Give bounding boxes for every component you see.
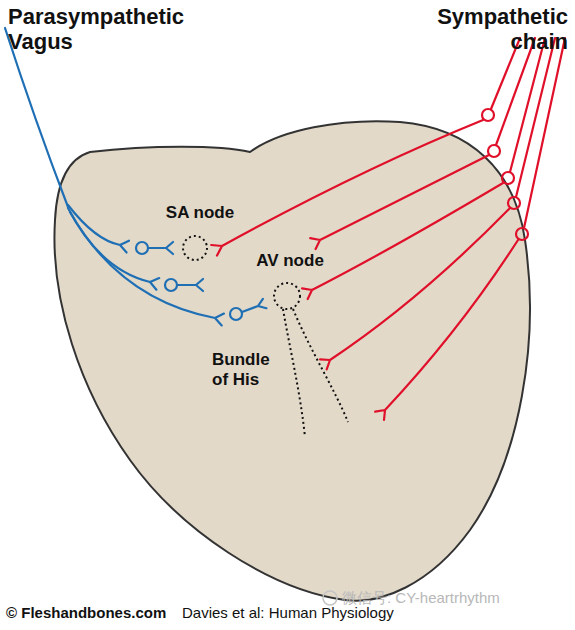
ganglion-cell: [502, 172, 514, 184]
vagus-branch: [68, 208, 159, 290]
ganglion-cell: [508, 197, 520, 209]
sympathetic-fiber: [375, 38, 565, 420]
nerve-label: Sympathetic chain: [420, 4, 568, 54]
source-note: Davies et al: Human Physiology: [182, 604, 452, 622]
structure-label: Bundle of His: [212, 350, 284, 390]
postganglionic-fiber: [242, 299, 266, 312]
watermark-icon: [323, 591, 337, 605]
nerve-label: Parasympathetic Vagus: [8, 4, 198, 54]
dashed-node-circle: [183, 236, 207, 260]
sympathetic-fiber: [211, 38, 520, 256]
node-label: SA node: [150, 203, 250, 223]
ganglion-cell: [165, 279, 177, 291]
postganglionic-fiber: [177, 279, 203, 291]
vagus-branch: [68, 205, 129, 253]
bundle-branch: [293, 309, 348, 422]
ganglion-cell: [482, 109, 494, 121]
ganglion-cell: [516, 228, 528, 240]
sympathetic-fiber: [320, 38, 555, 369]
ganglion-cell: [136, 242, 148, 254]
vagus-branch: [70, 212, 224, 325]
bundle-of-his-path: [283, 309, 348, 437]
vagus-nerve: [5, 28, 266, 325]
vagus-trunk: [5, 28, 68, 207]
sympathetic-fiber: [302, 38, 545, 299]
watermark: 微信号: CY-heartrhythm: [342, 589, 572, 607]
node-label: AV node: [245, 251, 335, 271]
copyright-note: © Fleshandbones.com: [6, 604, 206, 622]
heart-outline: [54, 121, 529, 601]
dashed-node-circle: [274, 283, 300, 309]
node-region: SA node: [150, 203, 250, 265]
ganglion-cell: [488, 145, 500, 157]
postganglionic-fiber: [148, 242, 173, 254]
node-region: AV node: [245, 251, 335, 313]
sympathetic-nerves: [211, 38, 565, 420]
ganglion-cell: [230, 308, 242, 320]
